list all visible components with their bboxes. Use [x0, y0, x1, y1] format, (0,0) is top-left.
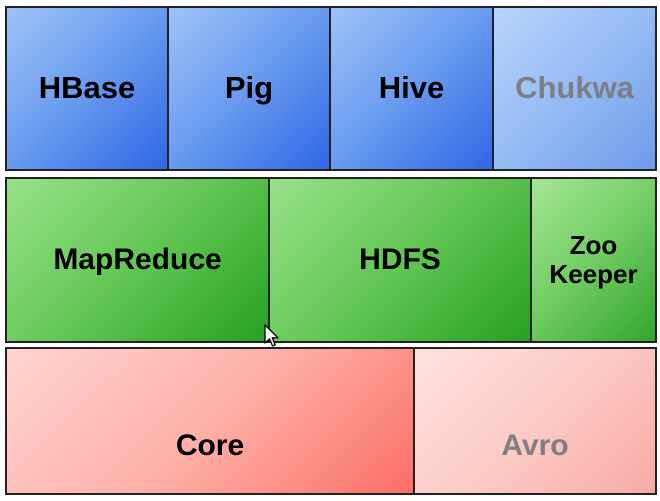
- hive-block: Hive: [329, 6, 494, 171]
- mapreduce-block: MapReduce: [5, 177, 270, 343]
- avro-block: Avro: [413, 347, 657, 495]
- zookeeper-label-line2: Keeper: [549, 259, 638, 289]
- bottom-row: Core Avro: [5, 347, 657, 495]
- pig-label: Pig: [224, 70, 274, 106]
- chukwa-label: Chukwa: [515, 70, 634, 106]
- zookeeper-label-line1: Zoo: [569, 229, 618, 260]
- hbase-label: HBase: [38, 70, 136, 106]
- avro-label: Avro: [501, 429, 569, 463]
- chukwa-block: Chukwa: [492, 6, 657, 171]
- top-row: HBase Pig Hive Chukwa: [5, 6, 657, 171]
- hdfs-label: HDFS: [359, 243, 441, 277]
- pig-block: Pig: [167, 6, 331, 171]
- mouse-pointer-icon: [264, 324, 279, 347]
- zookeeper-label: Zoo Keeper: [549, 229, 638, 289]
- middle-row: MapReduce HDFS Zoo Keeper: [5, 177, 657, 343]
- hbase-block: HBase: [5, 6, 169, 171]
- core-label: Core: [175, 429, 245, 463]
- hive-label: Hive: [378, 70, 445, 106]
- mapreduce-label: MapReduce: [53, 243, 222, 277]
- hdfs-block: HDFS: [268, 177, 532, 343]
- core-block: Core: [5, 347, 415, 495]
- zookeeper-block: Zoo Keeper: [530, 177, 657, 343]
